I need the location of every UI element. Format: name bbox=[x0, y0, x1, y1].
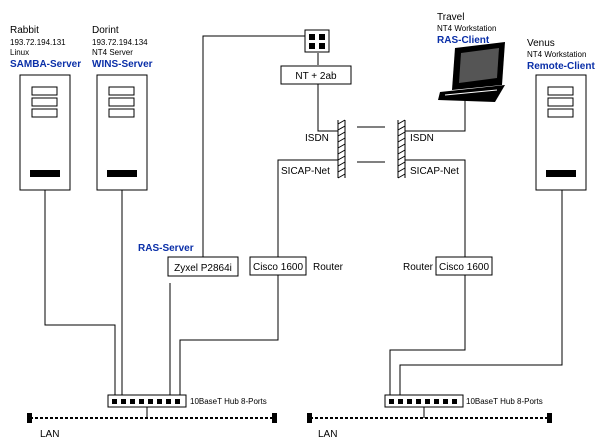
dorint-os: NT4 Server bbox=[92, 48, 133, 57]
travel-name: Travel bbox=[437, 12, 464, 23]
cisco-left-router-box[interactable]: Cisco 1600 bbox=[249, 256, 307, 276]
nt-2ab-box[interactable]: NT + 2ab bbox=[280, 65, 352, 85]
lan-backbone-left bbox=[27, 407, 277, 423]
lan-backbone-right bbox=[307, 407, 552, 423]
rabbit-name: Rabbit bbox=[10, 25, 39, 36]
dorint-ip: 193.72.194.134 bbox=[92, 38, 148, 47]
link-nt-wall bbox=[317, 84, 338, 132]
venus-os: NT4 Workstation bbox=[527, 50, 586, 59]
link-rabbit-hub bbox=[44, 190, 116, 395]
link-wall-laptop bbox=[405, 100, 466, 132]
nt-2ab-label: NT + 2ab bbox=[295, 71, 337, 82]
link-cisco-left-wall bbox=[277, 159, 338, 257]
right-hub[interactable] bbox=[384, 394, 464, 408]
rabbit-os: Linux bbox=[10, 48, 29, 57]
travel-laptop[interactable] bbox=[438, 42, 505, 102]
lan-right-label: LAN bbox=[318, 429, 337, 440]
link-wall-cisco-right bbox=[405, 159, 466, 257]
travel-os: NT4 Workstation bbox=[437, 24, 496, 33]
zyxel-label: Zyxel P2864i bbox=[174, 263, 232, 274]
cisco-right-label: Cisco 1600 bbox=[439, 262, 489, 273]
venus-server-tower[interactable] bbox=[535, 74, 587, 191]
isdn-right-label: ISDN bbox=[410, 133, 434, 144]
venus-role: Remote-Client bbox=[527, 61, 595, 72]
cisco-right-router-box[interactable]: Cisco 1600 bbox=[435, 256, 493, 276]
rabbit-ip: 193.72.194.131 bbox=[10, 38, 66, 47]
router-left-label: Router bbox=[313, 262, 344, 273]
right-network-wall bbox=[397, 119, 406, 179]
sicap-right-label: SICAP-Net bbox=[410, 166, 459, 177]
vent-icon bbox=[107, 170, 137, 177]
sicap-left-label: SICAP-Net bbox=[281, 166, 330, 177]
vent-icon bbox=[30, 170, 60, 177]
link-zyxel-isdn-box bbox=[202, 35, 305, 257]
left-hub[interactable] bbox=[107, 394, 187, 408]
rabbit-role: SAMBA-Server bbox=[10, 59, 81, 70]
link-cisco-right-hub bbox=[389, 275, 466, 395]
travel-role: RAS-Client bbox=[437, 35, 490, 46]
vent-icon bbox=[546, 170, 576, 177]
dorint-name: Dorint bbox=[92, 25, 119, 36]
dorint-role: WINS-Server bbox=[92, 59, 153, 70]
cisco-left-label: Cisco 1600 bbox=[253, 262, 303, 273]
link-venus-hub bbox=[399, 190, 563, 395]
isdn-left-label: ISDN bbox=[305, 133, 329, 144]
isdn-connector-box[interactable] bbox=[304, 29, 330, 53]
venus-name: Venus bbox=[527, 38, 555, 49]
zyxel-modem-box[interactable]: Zyxel P2864i bbox=[167, 256, 239, 277]
rabbit-server-tower[interactable] bbox=[19, 74, 71, 191]
left-network-wall bbox=[337, 119, 346, 179]
router-right-label: Router bbox=[403, 262, 434, 273]
hub-left-label: 10BaseT Hub 8-Ports bbox=[190, 397, 267, 406]
dorint-server-tower[interactable] bbox=[96, 74, 148, 191]
connection-lines bbox=[44, 35, 563, 395]
hub-right-label: 10BaseT Hub 8-Ports bbox=[466, 397, 543, 406]
ras-server-label: RAS-Server bbox=[138, 243, 194, 254]
lan-left-label: LAN bbox=[40, 429, 59, 440]
link-cisco-left-hub bbox=[179, 275, 279, 395]
